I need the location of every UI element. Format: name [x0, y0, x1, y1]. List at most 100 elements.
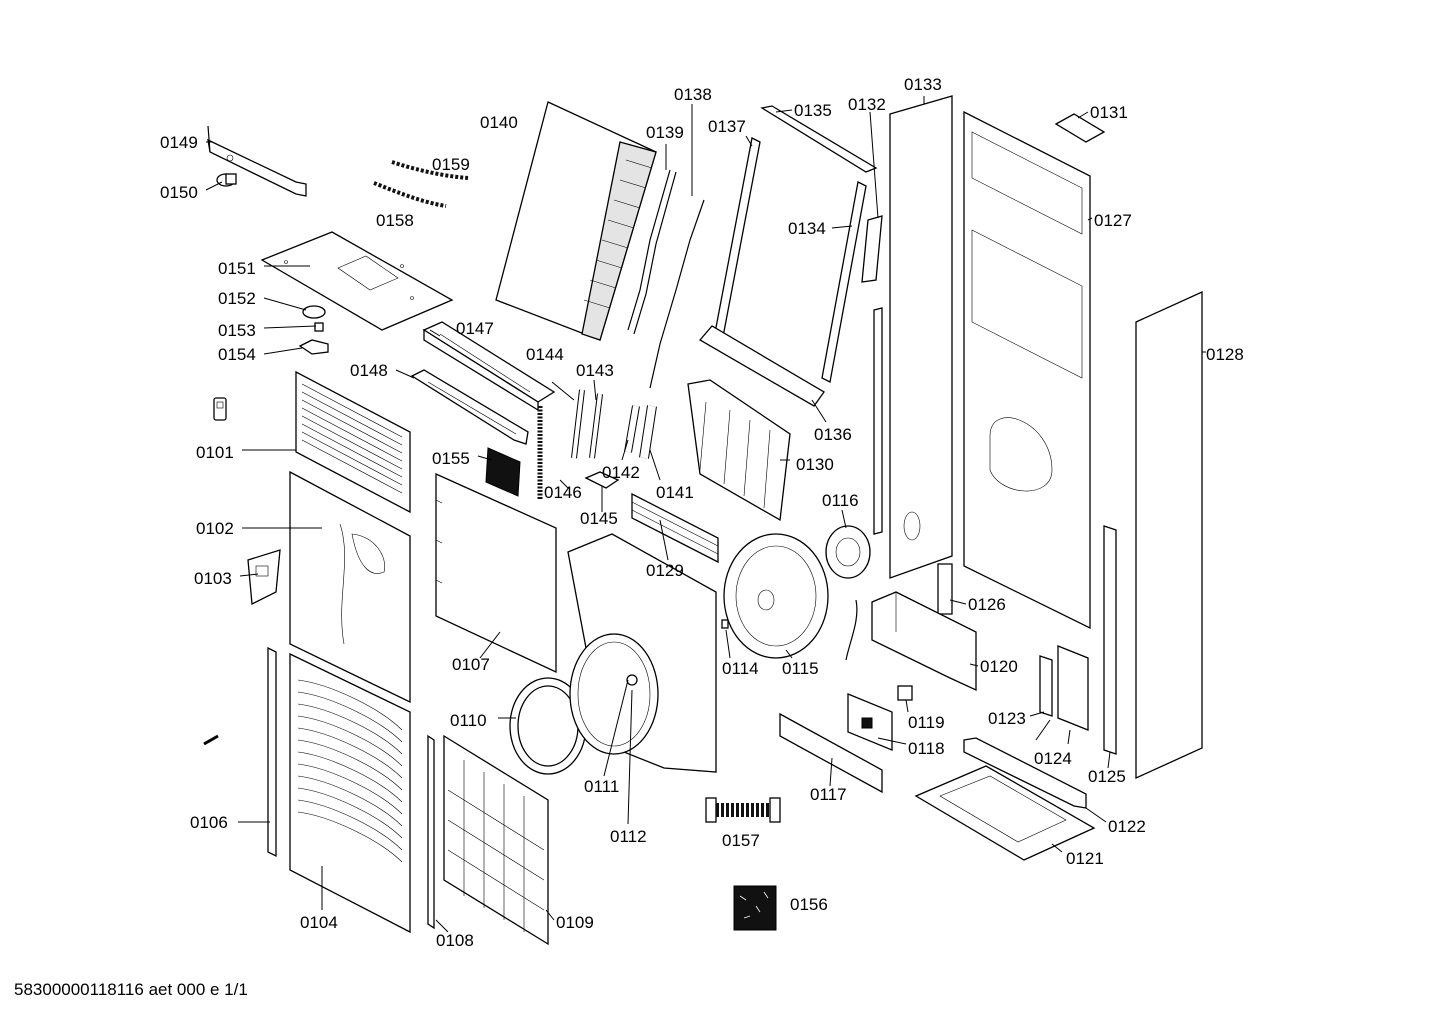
- part-0158-cable: [373, 181, 447, 208]
- part-0121-base-tray: [914, 765, 1096, 861]
- part-0144-tube: [571, 389, 585, 459]
- label-0120: 0120: [980, 657, 1018, 676]
- label-0108: 0108: [436, 931, 474, 950]
- document-footer-code: 58300000118116 aet 000 e 1/1: [14, 980, 248, 999]
- part-0124-bracket: [1057, 645, 1089, 731]
- label-0129: 0129: [646, 561, 684, 580]
- label-0138: 0138: [674, 85, 712, 104]
- part-0136-bracket: [698, 325, 825, 407]
- label-0150: 0150: [160, 183, 198, 202]
- label-0154: 0154: [218, 345, 256, 364]
- part-0148-rail: [410, 369, 529, 445]
- label-0115: 0115: [782, 659, 819, 678]
- label-0117: 0117: [810, 785, 847, 804]
- part-0145-bracket: [584, 471, 620, 489]
- part-0151-top-plate: [260, 231, 454, 331]
- part-0140-coil: [495, 101, 657, 341]
- part-0154-clip: [298, 339, 329, 355]
- part-0147-drain-tray: [422, 321, 556, 412]
- part-0134-strip: [821, 181, 867, 383]
- part-0125-strip: [1103, 525, 1117, 755]
- part-0106-side-strip: [267, 646, 277, 858]
- label-0103: 0103: [194, 569, 232, 588]
- part-labels: 0149 0150 0159 0158 0151 0152 0153 0154 …: [160, 75, 1244, 950]
- part-0117-plate: [779, 712, 883, 794]
- part-0126-bracket: [937, 563, 953, 615]
- part-0138-bracket: [649, 199, 705, 389]
- label-0139: 0139: [646, 123, 684, 142]
- part-0155-small-grille: [485, 447, 521, 497]
- leader-lines: [205, 96, 1206, 933]
- label-0109: 0109: [556, 913, 594, 932]
- part-0152-cap: [302, 305, 326, 319]
- label-0134: 0134: [788, 219, 826, 238]
- part-0139-pipe: [627, 169, 677, 335]
- label-0118: 0118: [908, 739, 945, 758]
- part-0149-bracket: [207, 125, 307, 197]
- label-0110: 0110: [450, 711, 487, 730]
- part-0101-louvre-grille: [295, 370, 411, 514]
- label-0140: 0140: [480, 113, 518, 132]
- part-0131-bracket: [1054, 113, 1106, 143]
- label-0119: 0119: [908, 713, 945, 732]
- label-0107: 0107: [452, 655, 490, 674]
- label-0146: 0146: [544, 483, 582, 502]
- side-strip: [873, 307, 883, 535]
- label-0141: 0141: [656, 483, 694, 502]
- label-0131: 0131: [1090, 103, 1128, 122]
- part-0109-filter: [443, 734, 549, 946]
- label-0142: 0142: [602, 463, 640, 482]
- part-0116-motor: [825, 525, 871, 661]
- part-0133-side-panel: [889, 95, 953, 579]
- part-0150-clamp: [216, 173, 237, 187]
- part-0153-screw: [314, 322, 324, 332]
- part-0127-back-frame: [963, 110, 1091, 630]
- part-0103-handle: [247, 549, 281, 606]
- label-0101: 0101: [196, 443, 234, 462]
- part-0157-hose: [705, 797, 781, 823]
- part-0114-clip: [721, 619, 729, 629]
- part-0107-back-plate: [435, 472, 557, 674]
- part-0115-blower-wheel: [723, 533, 829, 659]
- label-0147: 0147: [456, 319, 494, 338]
- part-0104-front-grille: [289, 652, 411, 934]
- part-0129-grid: [631, 492, 719, 564]
- label-0124: 0124: [1034, 749, 1072, 768]
- label-0112: 0112: [610, 827, 647, 846]
- label-0135: 0135: [794, 101, 832, 120]
- label-0143: 0143: [576, 361, 614, 380]
- label-0159: 0159: [432, 155, 470, 174]
- label-0157: 0157: [722, 831, 760, 850]
- part-0130-evaporator: [687, 379, 791, 522]
- label-0127: 0127: [1094, 211, 1132, 230]
- label-0153: 0153: [218, 321, 256, 340]
- label-0104: 0104: [300, 913, 338, 932]
- part-0128-back-panel: [1135, 290, 1203, 780]
- part-0110-ring: [509, 677, 587, 775]
- label-0144: 0144: [526, 345, 564, 364]
- label-0128: 0128: [1206, 345, 1244, 364]
- label-0156: 0156: [790, 895, 828, 914]
- label-0155: 0155: [432, 449, 470, 468]
- label-0149: 0149: [160, 133, 198, 152]
- label-0158: 0158: [376, 211, 414, 230]
- label-0133: 0133: [904, 75, 942, 94]
- screw-icon: [203, 734, 219, 746]
- part-0123-bracket: [1039, 655, 1053, 717]
- label-0111: 0111: [584, 777, 619, 796]
- label-0116: 0116: [822, 491, 859, 510]
- label-0125: 0125: [1088, 767, 1126, 786]
- label-0126: 0126: [968, 595, 1006, 614]
- label-0114: 0114: [722, 659, 759, 678]
- part-0112-scroll-housing: [567, 533, 717, 773]
- label-0106: 0106: [190, 813, 228, 832]
- part-0135-strip: [760, 105, 878, 173]
- label-0136: 0136: [814, 425, 852, 444]
- label-0145: 0145: [580, 509, 618, 528]
- label-0151: 0151: [218, 259, 256, 278]
- label-0130: 0130: [796, 455, 834, 474]
- part-0132-strip: [861, 215, 883, 283]
- part-0108-side-strip: [427, 734, 435, 930]
- remote-control-icon: [213, 397, 227, 421]
